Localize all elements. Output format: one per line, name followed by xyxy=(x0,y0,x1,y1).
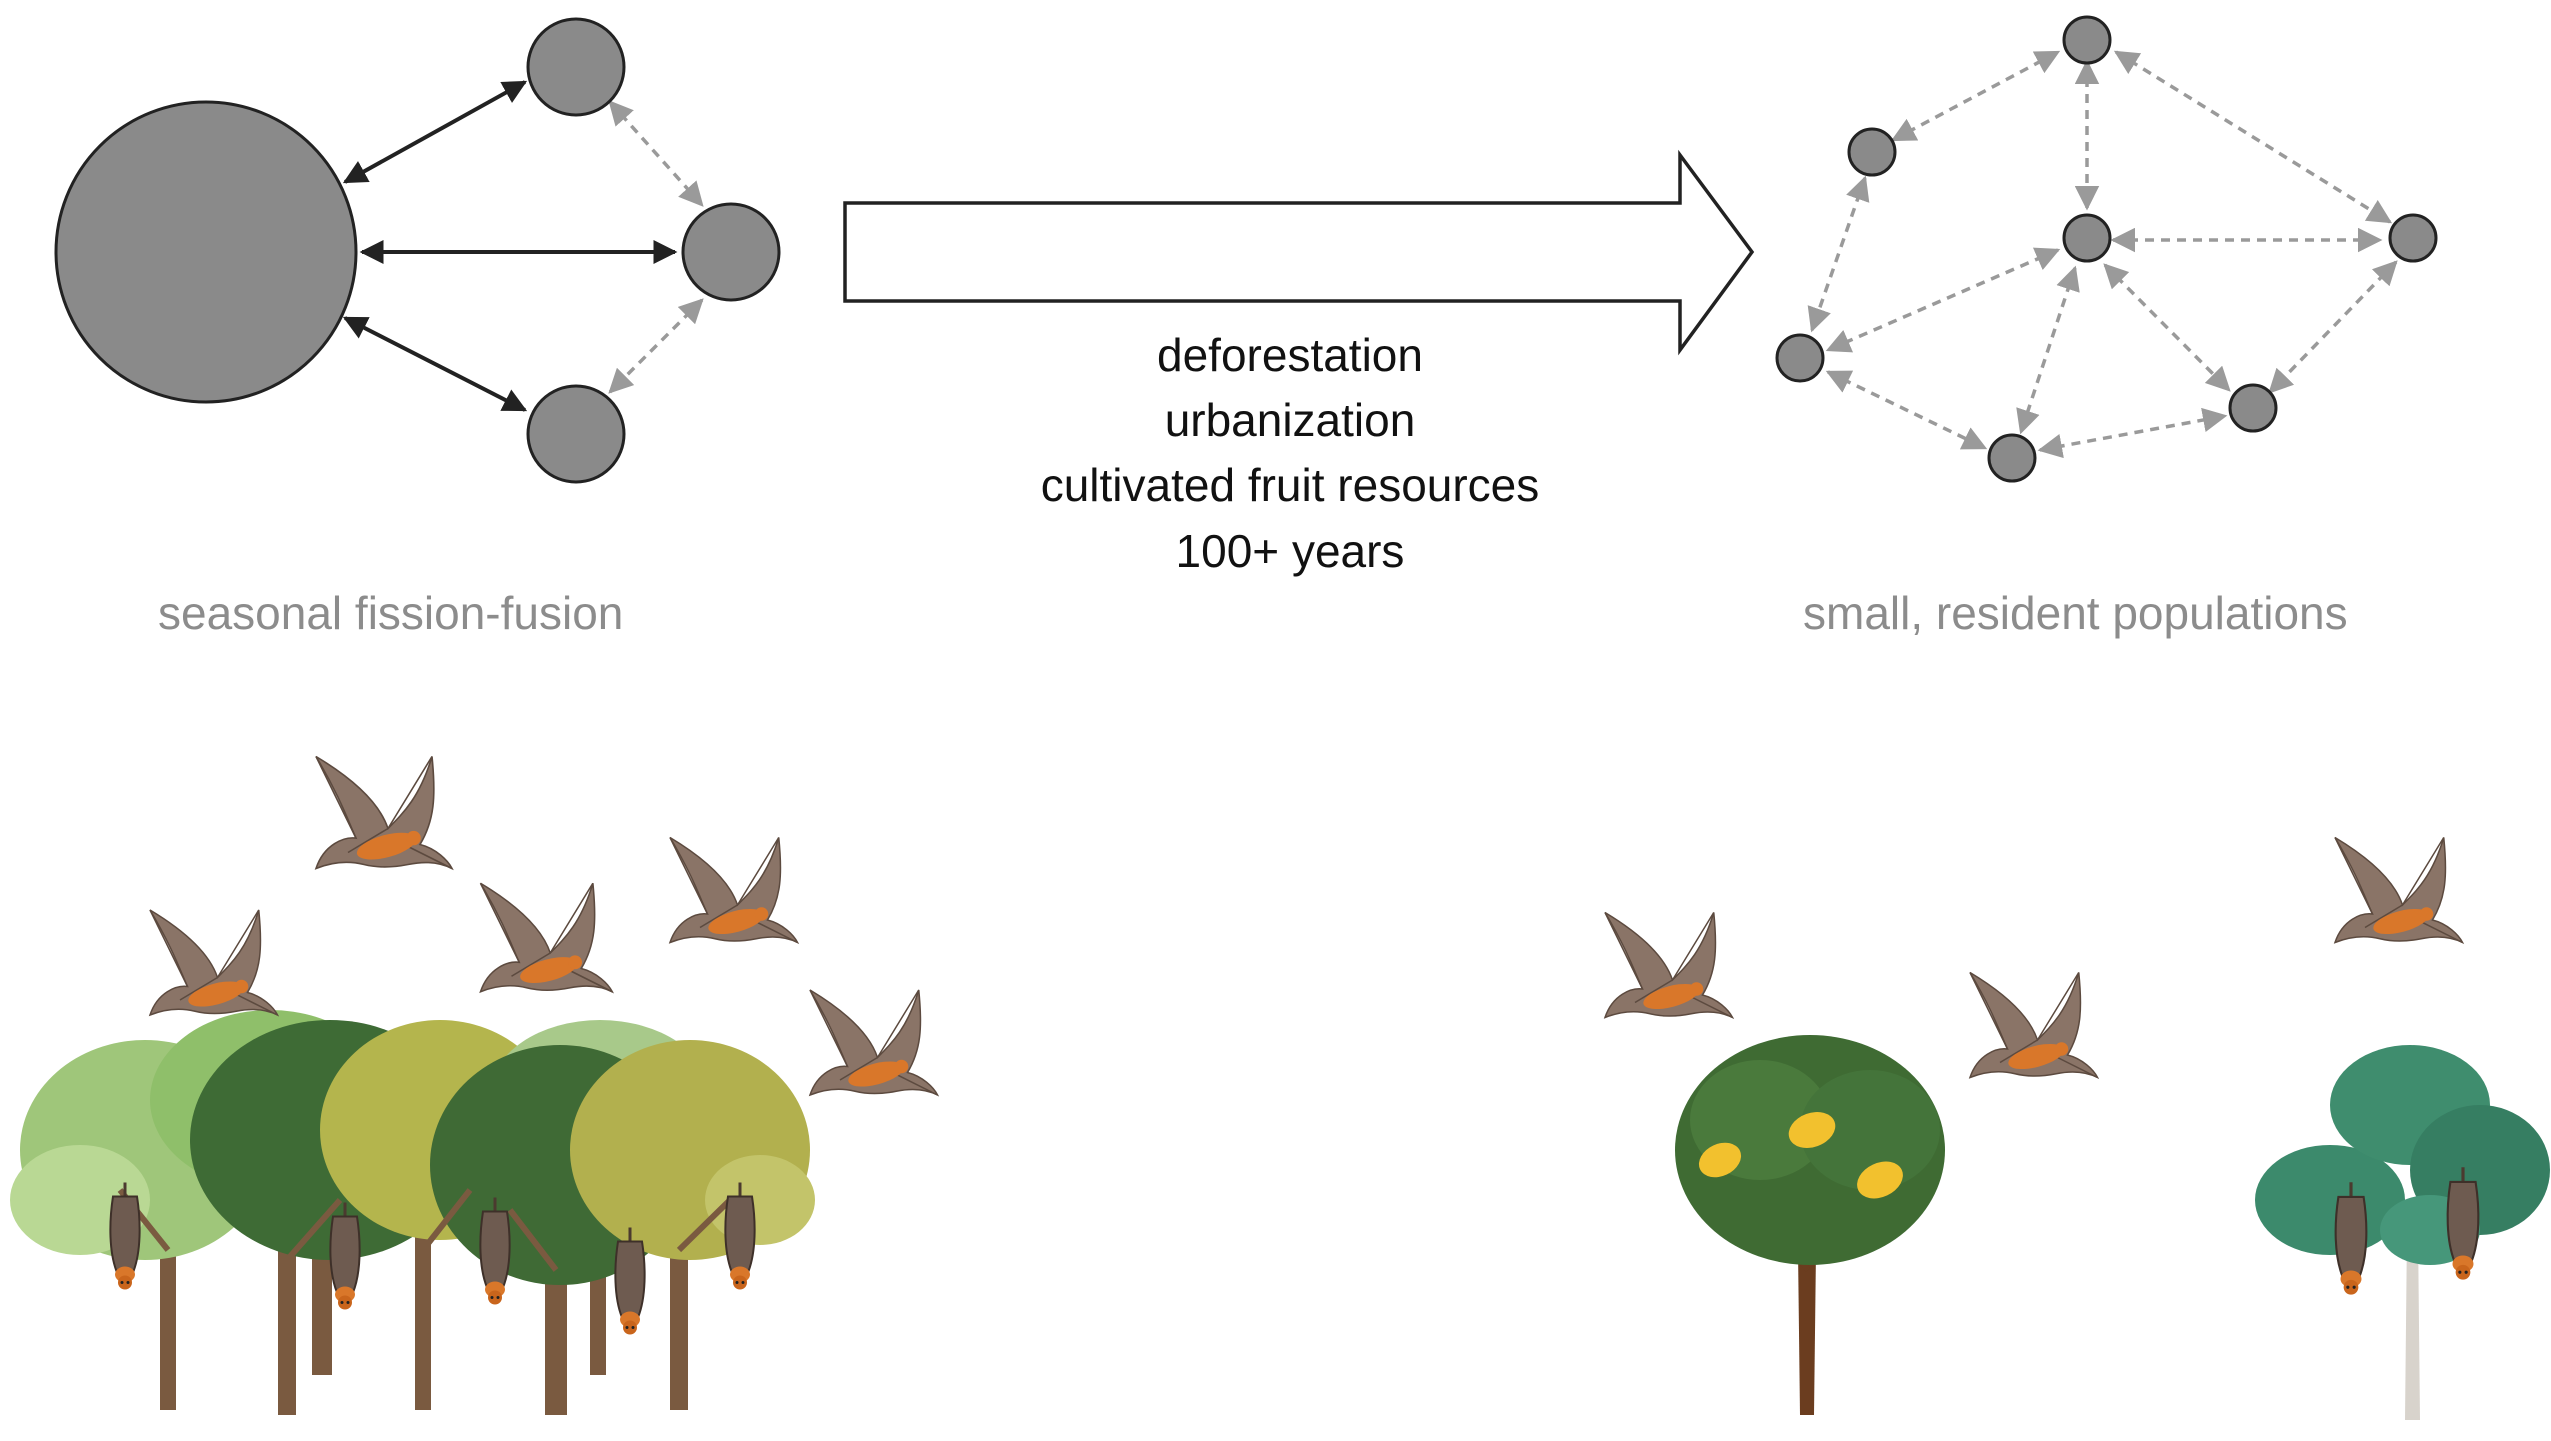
resident-node xyxy=(2062,213,2112,263)
resident-node xyxy=(2228,383,2278,433)
resident-network xyxy=(1807,50,2398,459)
dashed-arrow-right-bottom xyxy=(608,298,704,394)
fission-fusion-network xyxy=(54,17,781,484)
driver-deforestation: deforestation xyxy=(1157,329,1423,381)
solid-arrow-top xyxy=(342,80,528,184)
satellite-node-bottom xyxy=(526,384,626,484)
mango-fruit xyxy=(1698,1142,1742,1178)
solid-arrow-bottom xyxy=(342,316,528,412)
driver-urbanization: urbanization xyxy=(1164,394,1416,446)
resident-node xyxy=(1775,333,1825,383)
resident-node xyxy=(1987,433,2037,483)
satellite-node-middle xyxy=(681,202,781,302)
driver-cultivated-fruit: cultivated fruit resources xyxy=(1040,459,1540,511)
mango-fruit xyxy=(1788,1112,1836,1148)
resident-node xyxy=(2062,15,2112,65)
mango-fruit xyxy=(1857,1161,1903,1199)
transition-arrow xyxy=(843,149,1755,356)
satellite-node-top xyxy=(526,17,626,117)
large-colony-node xyxy=(54,100,358,404)
resident-nodes xyxy=(1775,15,2438,483)
flying-bat-icon xyxy=(1604,836,2464,1079)
label-seasonal-fission-fusion: seasonal fission-fusion xyxy=(158,587,624,639)
driver-timespan: 100+ years xyxy=(1175,525,1405,577)
mango-tree-icon xyxy=(1675,1035,1945,1415)
dashed-arrow-right-top xyxy=(608,100,704,207)
resident-node xyxy=(2388,213,2438,263)
eucalyptus-tree-icon xyxy=(2255,1045,2550,1420)
resident-node xyxy=(1847,127,1897,177)
label-small-resident-populations: small, resident populations xyxy=(1803,587,2348,639)
